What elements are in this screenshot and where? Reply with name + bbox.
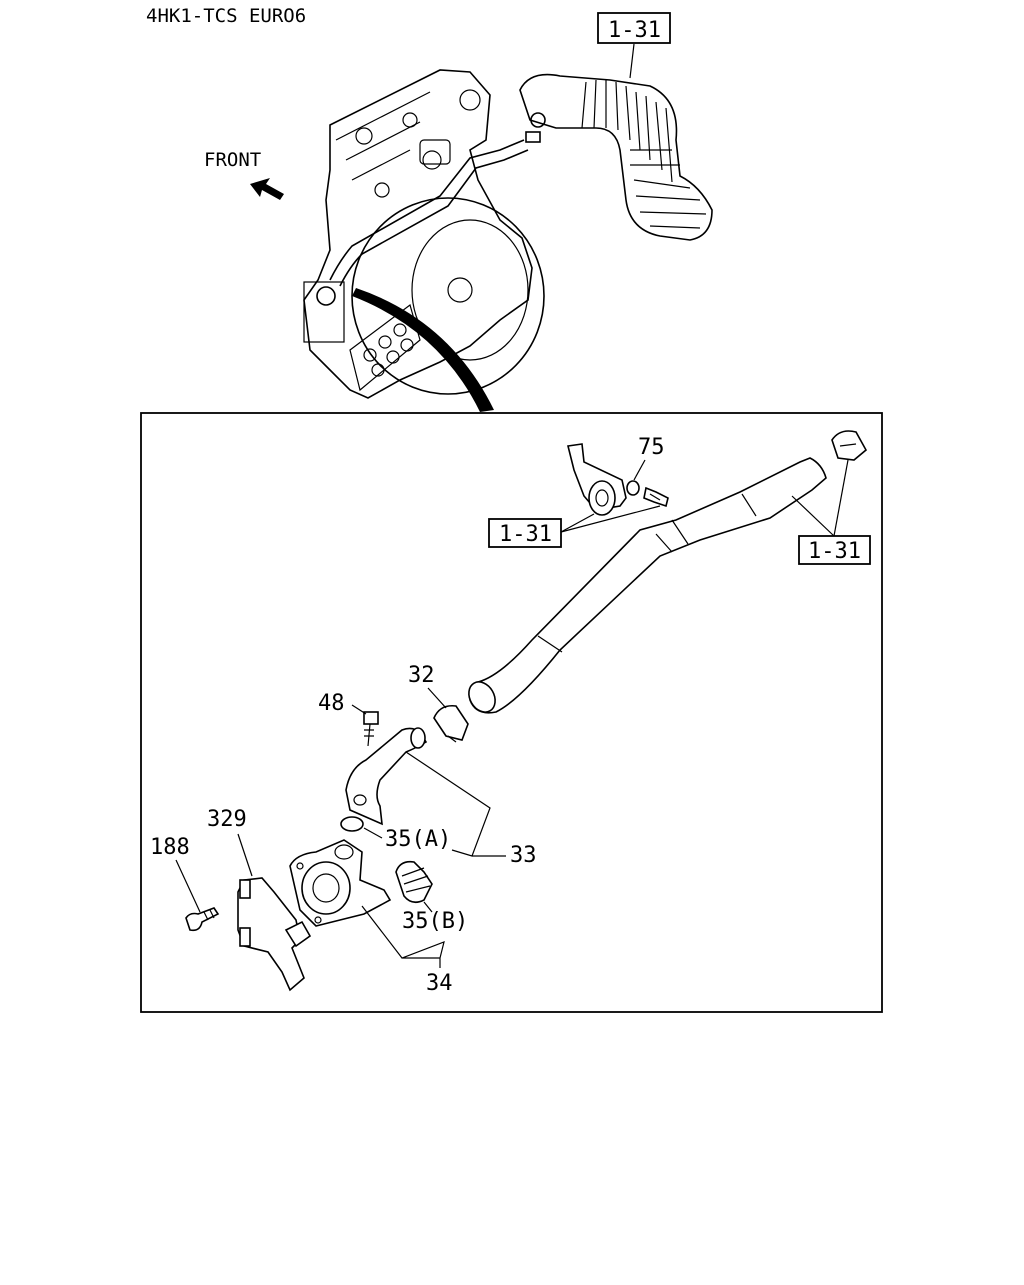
bolt-188 — [185, 907, 220, 932]
hose-clamp-32 — [433, 704, 469, 743]
ref-box-right-label: 1-31 — [808, 539, 861, 564]
label-35a: 35(A) — [385, 827, 451, 852]
label-188: 188 — [150, 835, 190, 860]
engine-block — [303, 69, 545, 399]
corrugated-hose — [519, 73, 713, 241]
water-outlet-329 — [237, 877, 312, 992]
engine-overview: FRONT — [204, 12, 713, 412]
detail-view: 75 1-31 1-31 32 48 — [150, 430, 871, 996]
ref-box-top[interactable]: 1-31 — [597, 12, 671, 79]
sleeve-35b — [395, 860, 433, 904]
o-ring-35a — [340, 816, 364, 832]
label-329: 329 — [207, 807, 247, 832]
label-34: 34 — [426, 971, 453, 996]
thermostat-housing-34 — [289, 839, 392, 927]
ref-box-left-label: 1-31 — [499, 522, 552, 547]
model-title: 4HK1-TCS EURO6 — [146, 5, 306, 27]
label-33: 33 — [510, 843, 537, 868]
detail-frame — [140, 412, 883, 1013]
coolant-pipe — [468, 457, 827, 714]
pipe-bracket — [567, 443, 627, 516]
front-label: FRONT — [204, 149, 261, 171]
washer-75 — [626, 480, 640, 496]
bolt-75 — [643, 486, 669, 508]
pipe-33 — [345, 727, 428, 826]
label-35b: 35(B) — [402, 909, 468, 934]
bolt-48 — [363, 711, 379, 747]
pipe-clamp — [831, 430, 868, 461]
front-arrow-icon — [250, 178, 284, 200]
label-75: 75 — [638, 435, 665, 460]
label-32: 32 — [408, 663, 435, 688]
ref-box-top-label: 1-31 — [608, 18, 661, 43]
detail-callout-curve — [352, 288, 494, 412]
ref-box-right[interactable]: 1-31 — [791, 459, 871, 565]
label-48: 48 — [318, 691, 345, 716]
ref-box-left[interactable]: 1-31 — [488, 505, 661, 548]
